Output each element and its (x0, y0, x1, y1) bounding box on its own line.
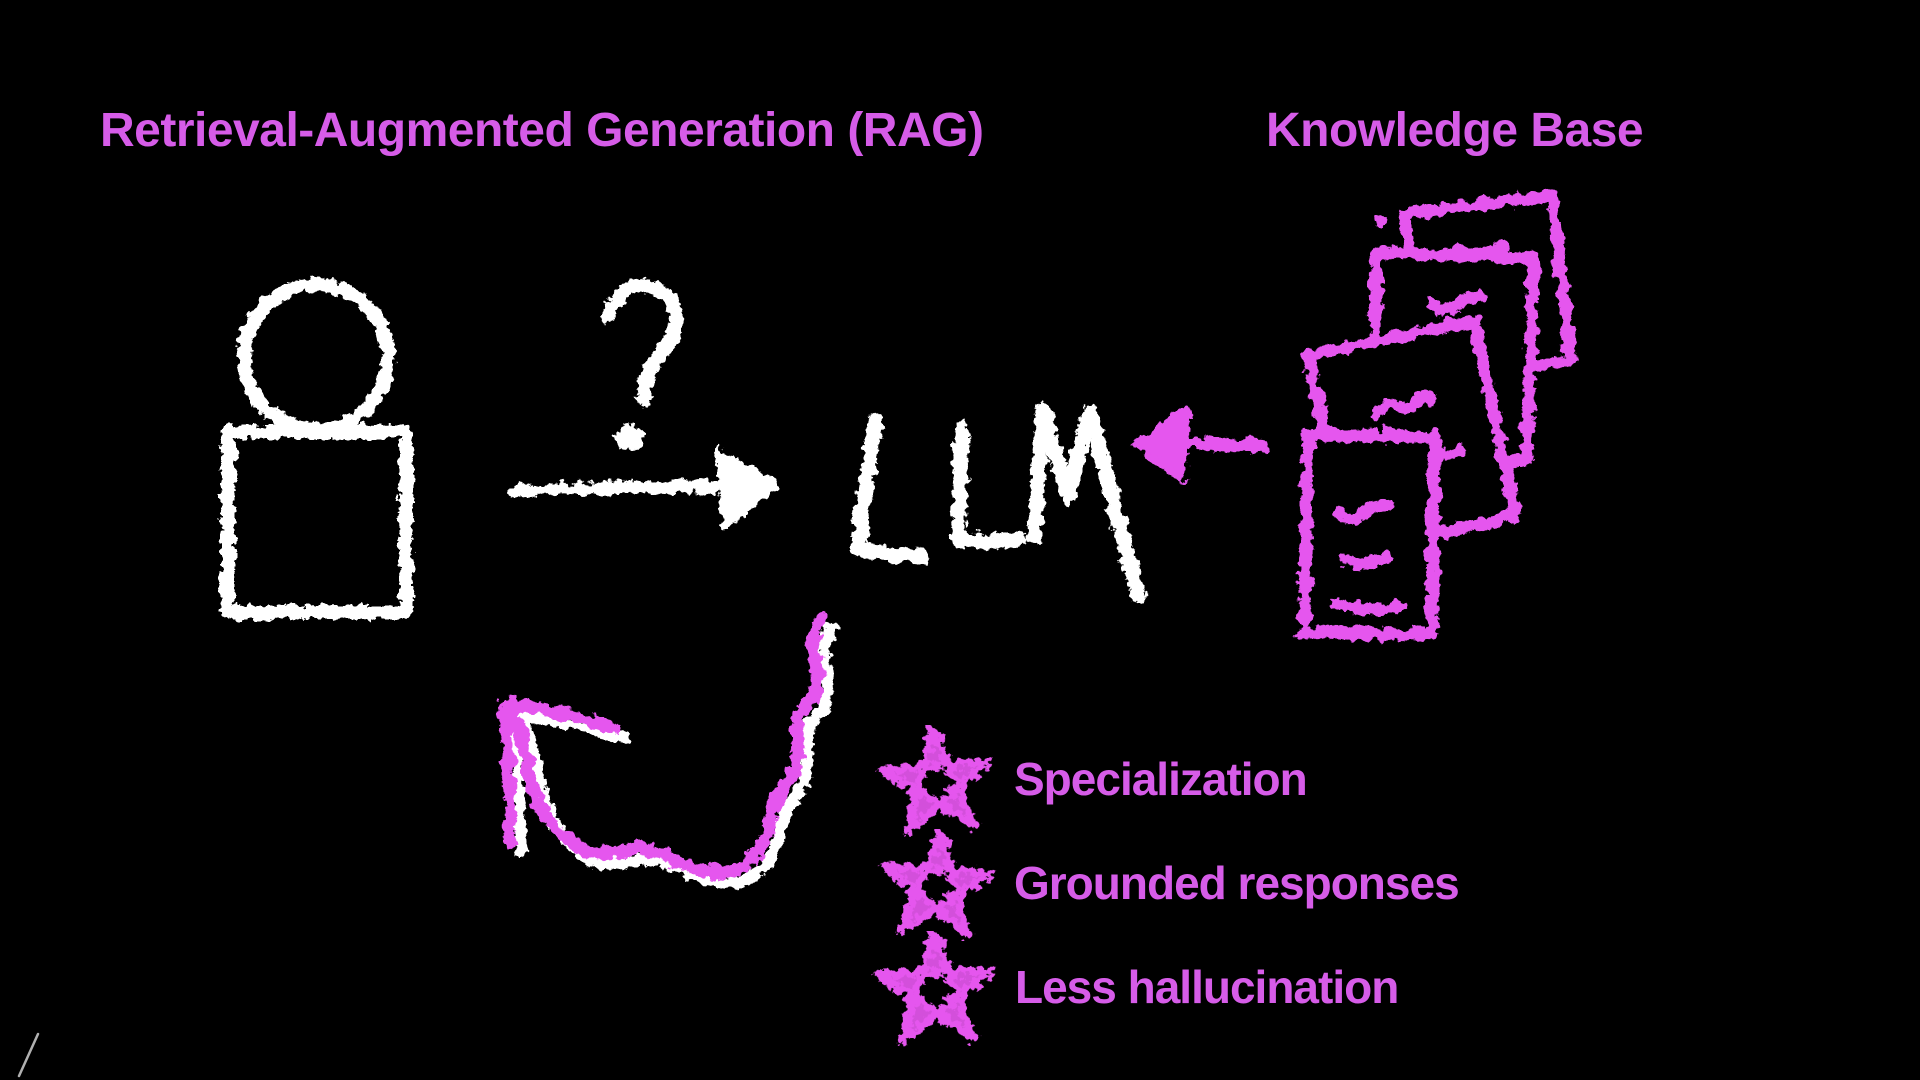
curved-arrow-icon (499, 611, 839, 890)
arrow-left-icon (1132, 403, 1271, 484)
knowledge-base-title: Knowledge Base (1266, 104, 1644, 157)
benefit-label: Specialization (1014, 753, 1308, 805)
slide-title: Retrieval-Augmented Generation (RAG) (100, 104, 984, 157)
benefit-label: Grounded responses (1014, 857, 1460, 909)
star-icon (878, 725, 993, 835)
benefit-row: Grounded responses (874, 829, 1460, 941)
user-icon (221, 278, 413, 619)
arrow-right-icon (507, 447, 781, 528)
star-icon (881, 829, 996, 939)
benefit-row: Specialization (874, 725, 1308, 837)
document-front (1298, 428, 1441, 642)
question-mark-icon (601, 278, 683, 451)
star-icon (874, 931, 996, 1045)
documents-stack-icon (1298, 189, 1578, 642)
benefit-label: Less hallucination (1015, 961, 1399, 1013)
benefit-row: Less hallucination (871, 931, 1399, 1045)
llm-text (850, 402, 1147, 604)
corner-slash-decoration (17, 1032, 40, 1078)
